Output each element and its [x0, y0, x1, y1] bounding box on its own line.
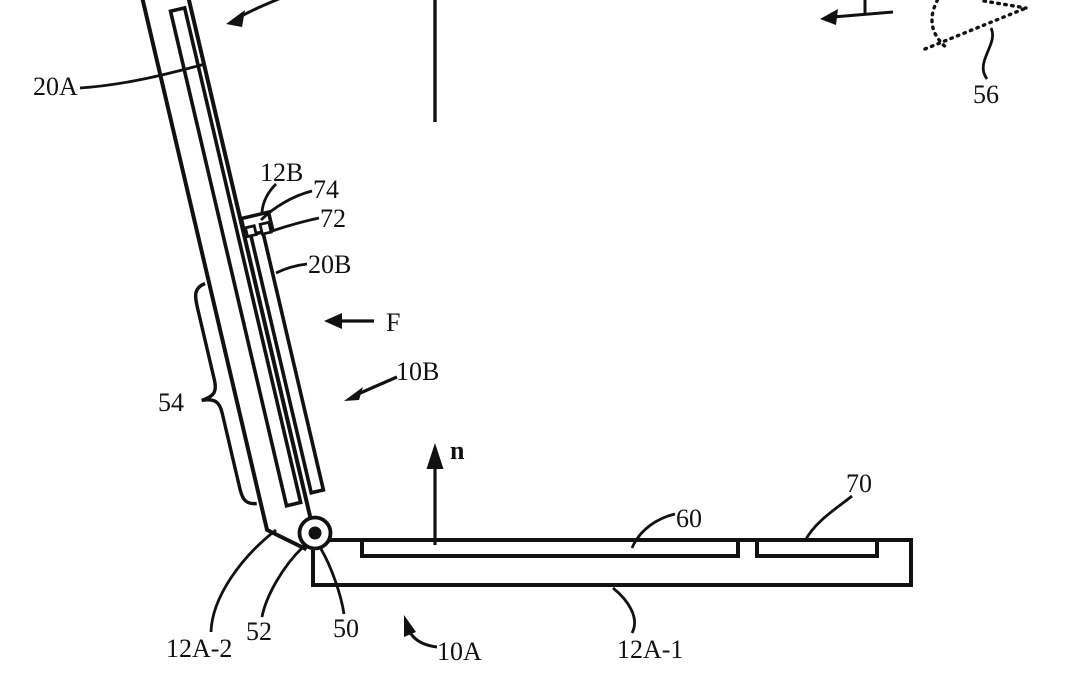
- base-recess-70: [755, 538, 879, 558]
- base-recess-60: [360, 538, 740, 558]
- top-arrow-head-icon: [226, 10, 245, 27]
- leader-20b: [275, 262, 308, 275]
- label-n: n: [450, 436, 465, 465]
- rotation-arrow-upper-edge: [982, 0, 1028, 10]
- f-arrow-head-icon: [324, 313, 342, 329]
- label-52: 52: [246, 617, 272, 646]
- leader-20a: [79, 62, 206, 90]
- leader-52: [260, 545, 304, 618]
- rotation-arc: [930, 0, 950, 51]
- leader-70: [803, 494, 853, 542]
- top-arrow-curve: [239, 0, 281, 19]
- leader-12b: [260, 183, 277, 213]
- leader-60: [630, 512, 676, 549]
- label-72: 72: [320, 204, 346, 233]
- label-60: 60: [676, 504, 702, 533]
- label-20b: 20B: [308, 250, 351, 279]
- label-50: 50: [333, 614, 359, 643]
- leader-72: [271, 216, 320, 233]
- label-12b: 12B: [260, 158, 303, 187]
- rotation-indicator-56: [923, 0, 1028, 51]
- 10b-arrow-shaft: [357, 375, 398, 396]
- leader-74: [260, 189, 313, 221]
- label-74: 74: [313, 175, 339, 204]
- accessory-pointer-arrow: [344, 375, 398, 401]
- magnet-74-square: [243, 224, 258, 239]
- hinge-pivot-dot: [308, 526, 322, 540]
- leader-12a-2: [209, 528, 277, 633]
- label-12a-2: 12A-2: [166, 634, 232, 663]
- leader-lines: [79, 27, 994, 634]
- force-arrow: [324, 313, 374, 329]
- lid-housing-left-edge: [131, 0, 308, 552]
- label-70: 70: [846, 469, 872, 498]
- magnet-72-square: [258, 220, 273, 236]
- 10b-arrow-head-icon: [344, 387, 363, 401]
- leader-56: [981, 27, 994, 80]
- label-20a: 20A: [33, 72, 78, 101]
- brace-54: [193, 281, 257, 506]
- lid-display-panel-20a: [168, 5, 303, 508]
- lid-assembly: [131, 0, 326, 552]
- rotation-arrow-lower-edge: [923, 6, 1028, 51]
- leader-12a-1: [612, 586, 636, 634]
- base-pointer-arrow: [404, 615, 438, 649]
- left-arrow-head-icon: [820, 9, 838, 25]
- 10a-arrow-head-icon: [404, 615, 416, 637]
- label-56: 56: [973, 80, 999, 109]
- top-curved-arrow: [226, 0, 281, 27]
- label-12a-1: 12A-1: [617, 635, 683, 664]
- n-arrow-head-icon: [426, 443, 444, 469]
- label-54: 54: [158, 388, 184, 417]
- normal-vector-arrow: [426, 443, 444, 545]
- label-10a: 10A: [437, 637, 482, 666]
- base-assembly: [311, 538, 913, 587]
- axis-arrow-shaft: [832, 10, 894, 19]
- label-10b: 10B: [396, 357, 439, 386]
- axis-arrow-top-right: [820, 0, 894, 25]
- leader-50: [319, 548, 346, 615]
- label-f: F: [386, 308, 400, 337]
